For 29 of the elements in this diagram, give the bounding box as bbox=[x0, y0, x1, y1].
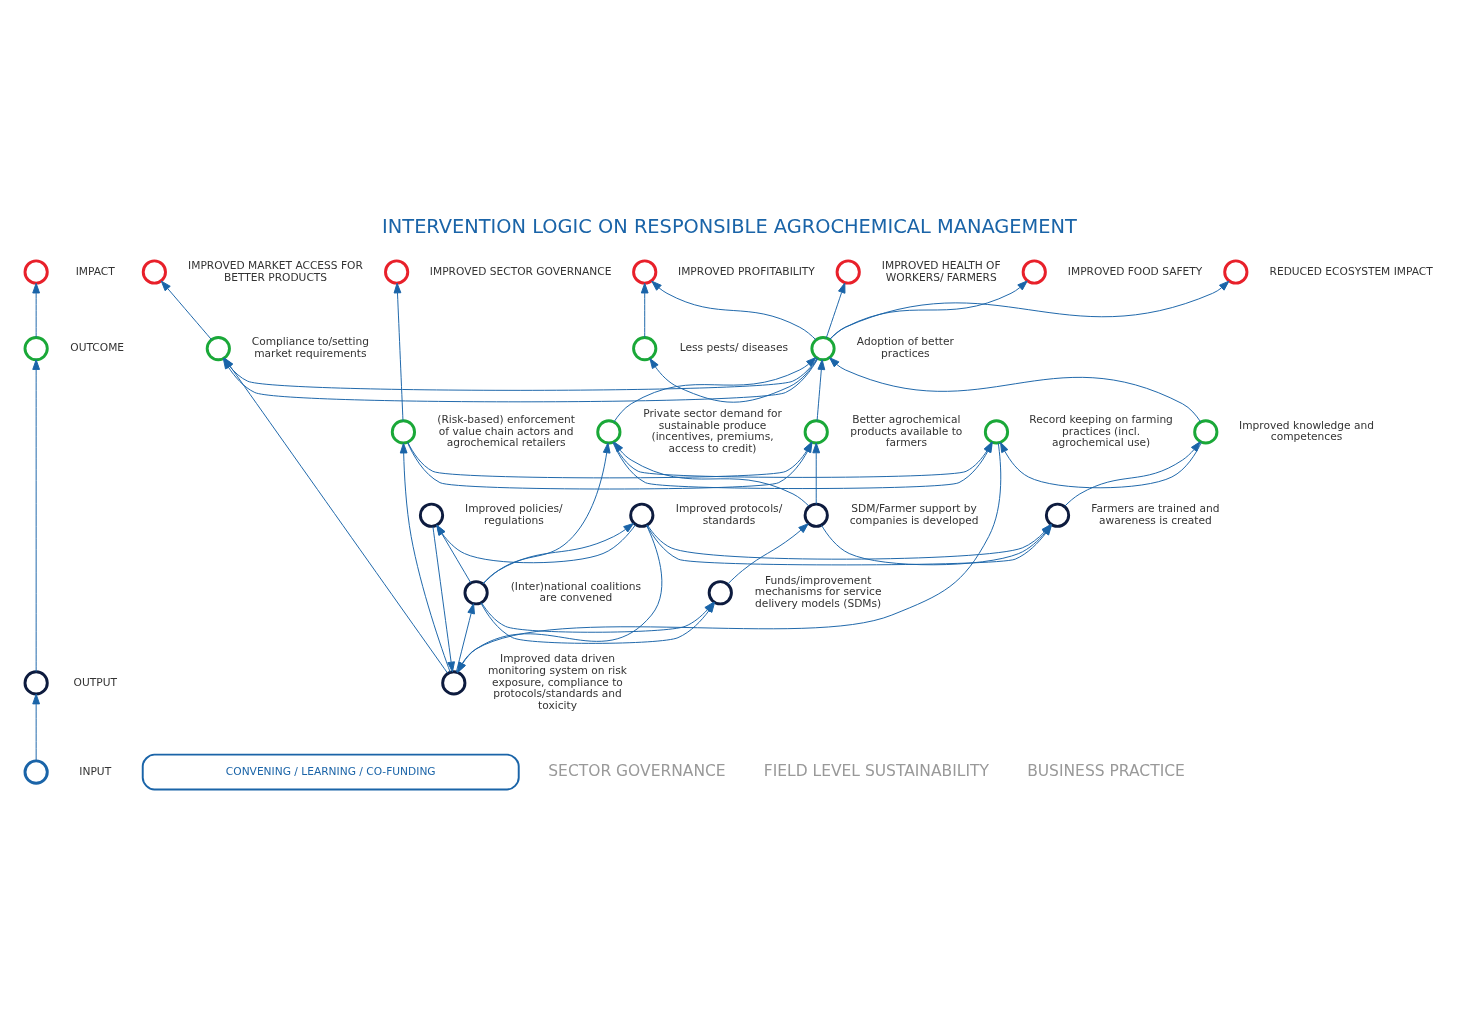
node-label: IMPROVED MARKET ACCESS FOR BETTER PRODUCTS bbox=[188, 258, 363, 284]
node-label: REDUCED ECOSYSTEM IMPACT bbox=[1269, 264, 1433, 278]
node-label: Funds/improvement mechanisms for service delivery models (SDMs) bbox=[754, 573, 882, 610]
node-label: OUTPUT bbox=[73, 675, 117, 689]
node-label: Farmers are trained and awareness is created bbox=[1091, 501, 1220, 527]
node-label: Improved policies/ regulations bbox=[465, 501, 563, 527]
node-label: OUTCOME bbox=[70, 340, 125, 354]
node-label: Improved knowledge and competences bbox=[1239, 418, 1375, 443]
node-label: (Inter)national coalitions are convened bbox=[510, 579, 642, 604]
node-label: Adoption of better practices bbox=[856, 334, 954, 360]
node-label: IMPROVED HEALTH OF WORKERS/ FARMERS bbox=[881, 258, 1001, 284]
label: SECTOR GOVERNANCE bbox=[548, 761, 726, 780]
node-label: SDM/Farmer support by companies is developed bbox=[849, 501, 979, 527]
node-label: IMPACT bbox=[75, 264, 115, 278]
node-label: IMPROVED FOOD SAFETY bbox=[1067, 264, 1203, 278]
diagram-title: INTERVENTION LOGIC ON RESPONSIBLE AGROCHEMICAL MANAGEMENT bbox=[382, 214, 1077, 238]
label: BUSINESS PRACTICE bbox=[1027, 761, 1185, 780]
label: FIELD LEVEL SUSTAINABILITY bbox=[763, 761, 989, 780]
node-label: Better agrochemical products available to farmers bbox=[850, 412, 963, 449]
node-label: Record keeping on farming practices (incl. agrochemical use) bbox=[1029, 412, 1173, 449]
node-label: Less pests/ diseases bbox=[679, 340, 788, 354]
node-label: Private sector demand for sustainable produce (incentives, premiums, access to credit) bbox=[643, 406, 782, 455]
node-label: Improved protocols/ standards bbox=[675, 501, 783, 527]
node-label: IMPROVED PROFITABILITY bbox=[678, 264, 815, 278]
node-label: IMPROVED SECTOR GOVERNANCE bbox=[429, 264, 612, 278]
node-label: INPUT bbox=[79, 764, 112, 778]
node-label: (Risk-based) enforcement of value chain actors and agrochemical retailers bbox=[437, 412, 575, 449]
node-label: Improved data driven monitoring system on risk exposure, compliance to protocols/standards and toxicity bbox=[487, 651, 627, 712]
node-label: Compliance to/setting market requirements bbox=[251, 334, 369, 360]
